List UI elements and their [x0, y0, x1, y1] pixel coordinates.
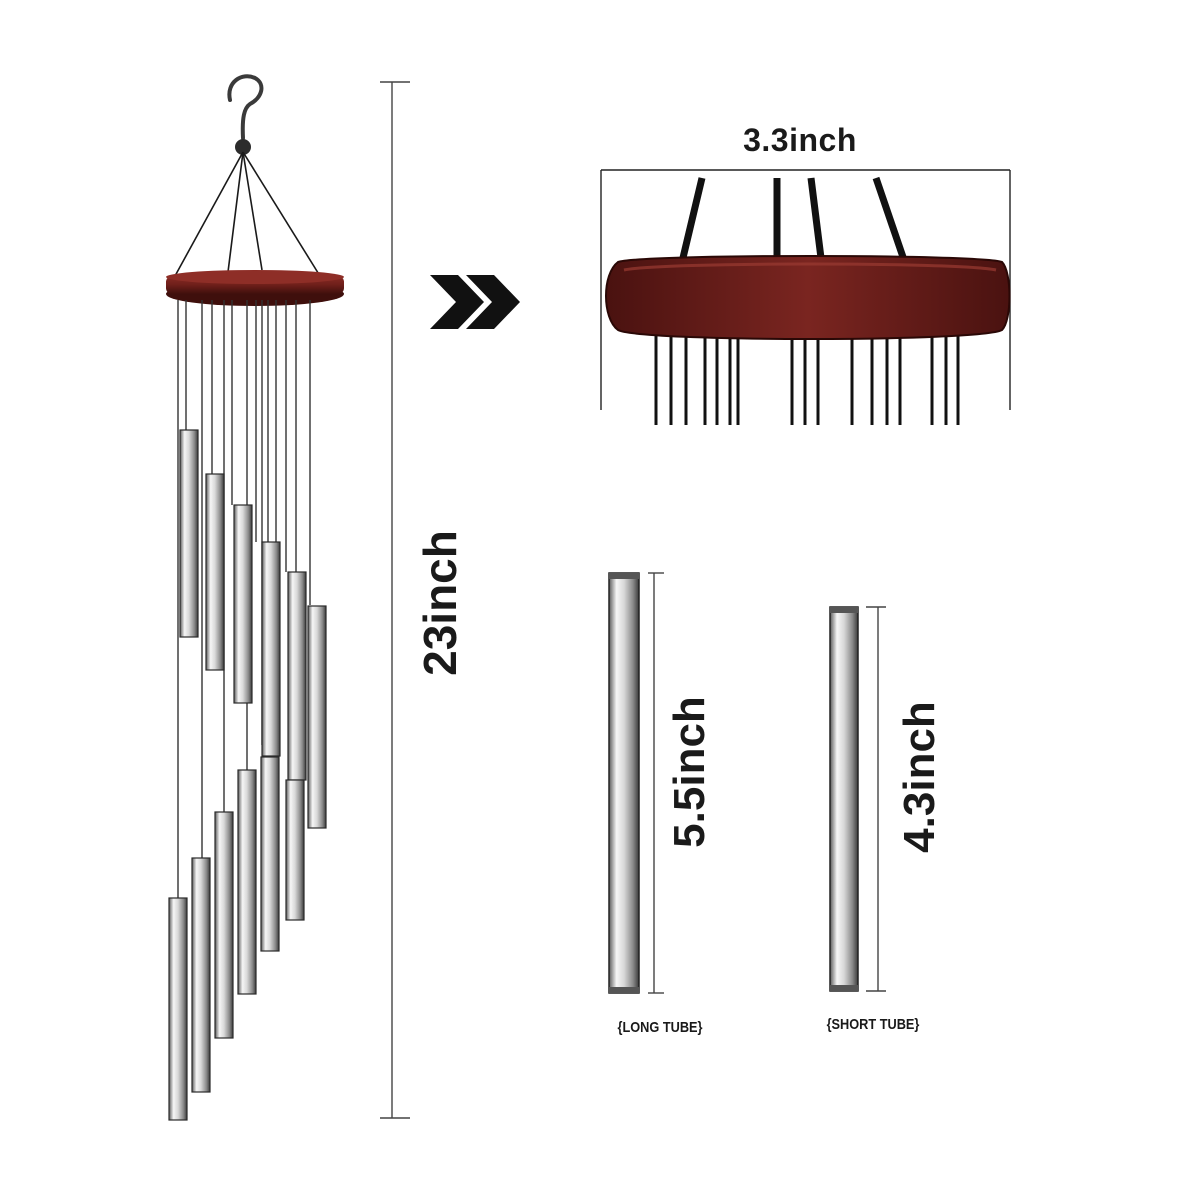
chime-tube [237, 769, 257, 995]
double-chevron-icon [430, 275, 520, 329]
chime-tube [233, 504, 253, 704]
wooden-disc-closeup [605, 255, 1011, 340]
chime-tubes [168, 429, 327, 1121]
total-length-label: 23inch [414, 530, 466, 676]
chime-tube [214, 811, 234, 1039]
long-tube-length-label: 5.5inch [665, 696, 714, 848]
chime-tube [307, 605, 327, 829]
short-tube-caption: {SHORT TUBE} [826, 1016, 920, 1033]
top-disc-zoom [600, 169, 1011, 425]
chime-tube [168, 897, 188, 1121]
hanging-strings [174, 151, 321, 277]
hook-bead [235, 139, 251, 155]
wooden-top-disc [166, 270, 344, 306]
full-chime [166, 74, 344, 1121]
top-width-label: 3.3inch [743, 122, 857, 158]
chime-tube [261, 541, 281, 757]
chime-tube [179, 429, 199, 638]
long-tube-detail [608, 572, 664, 994]
long-tube-dimension [648, 572, 664, 994]
chime-tube [260, 756, 280, 952]
chime-tube [285, 779, 305, 921]
short-tube-dimension [866, 606, 886, 992]
short-tube-detail [829, 606, 886, 992]
short-tube [829, 606, 859, 992]
long-tube-caption: {LONG TUBE} [617, 1019, 703, 1036]
short-tube-length-label: 4.3inch [895, 701, 944, 853]
total-length-dimension [380, 81, 410, 1119]
hook-icon [227, 74, 264, 140]
chime-tube [191, 857, 211, 1093]
chime-tube [205, 473, 225, 671]
long-tube [608, 572, 640, 994]
chime-tube [287, 571, 307, 781]
